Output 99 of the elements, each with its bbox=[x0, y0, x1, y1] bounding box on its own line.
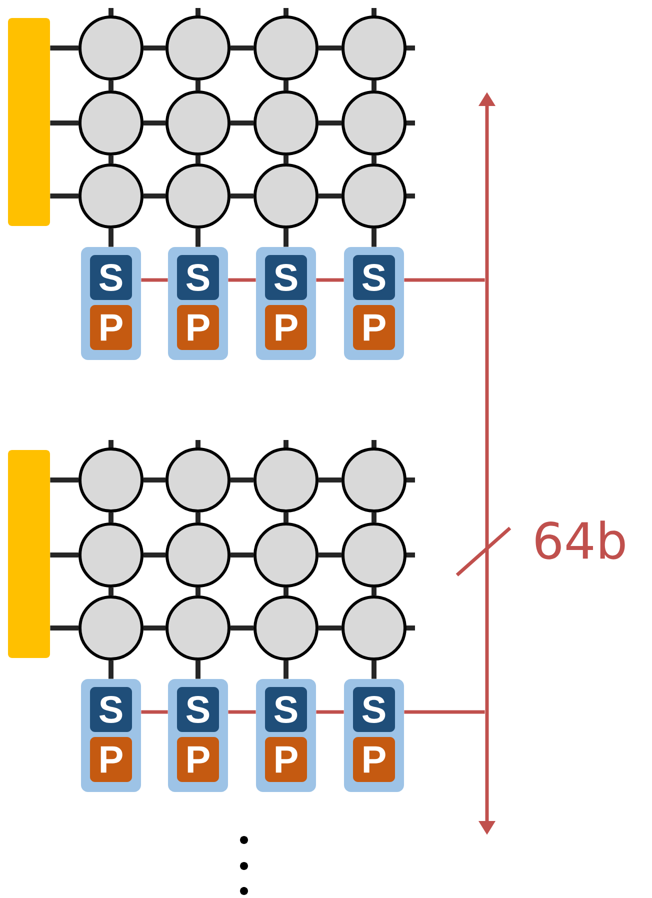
input-bar bbox=[8, 450, 50, 658]
wire bbox=[144, 120, 166, 126]
wire bbox=[144, 478, 166, 482]
wire bbox=[196, 228, 200, 247]
processing-circle bbox=[254, 448, 318, 512]
wire bbox=[230, 626, 254, 630]
wire bbox=[318, 194, 342, 198]
wire bbox=[50, 478, 78, 482]
wire bbox=[372, 660, 376, 679]
processing-circle bbox=[166, 448, 230, 512]
p-register-box: P bbox=[90, 737, 132, 782]
processing-circle bbox=[254, 164, 318, 228]
processing-circle bbox=[78, 16, 144, 80]
wire bbox=[108, 660, 114, 679]
wire bbox=[372, 80, 376, 90]
processing-circle bbox=[166, 90, 230, 156]
wire bbox=[372, 512, 376, 522]
processing-circle bbox=[342, 596, 406, 660]
wire bbox=[196, 588, 200, 596]
wire bbox=[230, 552, 254, 558]
wire bbox=[284, 512, 288, 522]
bus-line bbox=[228, 278, 256, 282]
processing-circle bbox=[342, 522, 406, 588]
p-register-box: P bbox=[265, 305, 307, 350]
p-register-box: P bbox=[177, 305, 219, 350]
bus-line bbox=[316, 710, 344, 714]
wire bbox=[284, 588, 288, 596]
processing-circle bbox=[78, 522, 144, 588]
processing-circle bbox=[78, 448, 144, 512]
wire bbox=[196, 660, 200, 679]
bus-line bbox=[228, 710, 256, 714]
processing-circle bbox=[342, 164, 406, 228]
wire bbox=[196, 512, 200, 522]
wire bbox=[372, 228, 376, 247]
s-register-box: S bbox=[177, 687, 219, 732]
wire bbox=[108, 156, 114, 164]
wire bbox=[108, 228, 114, 247]
bus-width-label: 64b bbox=[536, 520, 625, 560]
wire bbox=[372, 156, 376, 164]
wire bbox=[144, 552, 166, 558]
wire bbox=[196, 80, 200, 90]
input-bar bbox=[8, 18, 50, 226]
processing-circle bbox=[342, 16, 406, 80]
wire bbox=[318, 46, 342, 50]
wire bbox=[50, 194, 78, 198]
wire bbox=[196, 156, 200, 164]
processing-circle bbox=[254, 90, 318, 156]
wire bbox=[230, 120, 254, 126]
wire bbox=[230, 194, 254, 198]
p-register-box: P bbox=[353, 737, 395, 782]
wire bbox=[318, 478, 342, 482]
s-register-box: S bbox=[265, 687, 307, 732]
s-register-box: S bbox=[90, 255, 132, 300]
wire bbox=[318, 120, 342, 126]
processing-circle bbox=[342, 448, 406, 512]
bus-line bbox=[141, 278, 168, 282]
processing-circle bbox=[78, 596, 144, 660]
wire bbox=[144, 46, 166, 50]
processing-circle bbox=[254, 16, 318, 80]
processing-circle bbox=[342, 90, 406, 156]
bus-line bbox=[141, 710, 168, 714]
bus-line bbox=[404, 710, 485, 714]
p-register-box: P bbox=[353, 305, 395, 350]
processing-circle bbox=[166, 596, 230, 660]
wire bbox=[144, 626, 166, 630]
wire bbox=[372, 588, 376, 596]
p-register-box: P bbox=[265, 737, 307, 782]
wire bbox=[318, 552, 342, 558]
wire bbox=[318, 626, 342, 630]
wire bbox=[50, 120, 78, 126]
s-register-box: S bbox=[90, 687, 132, 732]
processing-circle bbox=[166, 164, 230, 228]
wire bbox=[108, 588, 114, 596]
wire bbox=[50, 46, 78, 50]
wire bbox=[108, 512, 114, 522]
wire bbox=[284, 80, 288, 90]
s-register-box: S bbox=[353, 255, 395, 300]
processing-circle bbox=[166, 16, 230, 80]
wire bbox=[230, 478, 254, 482]
wire bbox=[50, 552, 78, 558]
s-register-box: S bbox=[265, 255, 307, 300]
wire bbox=[284, 156, 288, 164]
processing-circle bbox=[254, 522, 318, 588]
processing-circle bbox=[254, 596, 318, 660]
bus-line bbox=[316, 278, 344, 282]
p-register-box: P bbox=[90, 305, 132, 350]
wire bbox=[144, 194, 166, 198]
wire bbox=[284, 660, 288, 679]
wire bbox=[108, 80, 114, 90]
processing-circle bbox=[78, 164, 144, 228]
wire bbox=[50, 626, 78, 630]
s-register-box: S bbox=[177, 255, 219, 300]
s-register-box: S bbox=[353, 687, 395, 732]
bus-line bbox=[404, 278, 485, 282]
processing-circle bbox=[78, 90, 144, 156]
processing-circle bbox=[166, 522, 230, 588]
wire bbox=[230, 46, 254, 50]
wire bbox=[284, 228, 288, 247]
p-register-box: P bbox=[177, 737, 219, 782]
